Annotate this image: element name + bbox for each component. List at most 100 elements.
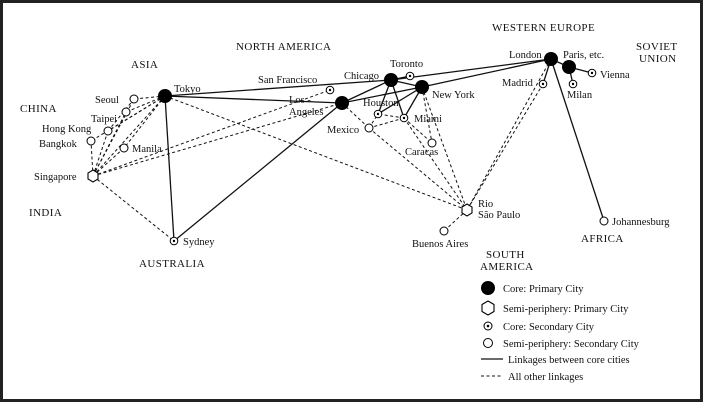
label-manila: Manila <box>132 144 162 155</box>
semi-secondary-marker-caracas <box>427 138 437 148</box>
label-caracas: Caracas <box>405 147 438 158</box>
semi-secondary-marker-johannesburg <box>599 216 609 226</box>
core-secondary-marker-houston <box>373 109 383 119</box>
region-asia: ASIA <box>131 59 158 71</box>
link-mexico-rio <box>368 127 468 211</box>
link-newyork-london <box>421 58 552 88</box>
region-south: SOUTH <box>486 249 525 261</box>
link-miami-rio <box>403 117 468 211</box>
label-vienna: Vienna <box>600 70 630 81</box>
region-australia: AUSTRALIA <box>139 258 205 270</box>
legend-semi-primary-label: Semi-periphery: Primary City <box>503 304 629 315</box>
region-africa: AFRICA <box>581 233 624 245</box>
core-primary-marker-newyork <box>415 80 429 94</box>
core-linkages <box>164 58 605 242</box>
label-hongkong: Hong Kong <box>42 124 92 135</box>
semi-primary-marker-rio <box>461 203 473 217</box>
region-america: AMERICA <box>480 261 534 273</box>
label-houston: Houston <box>363 98 399 109</box>
label-mexico: Mexico <box>327 125 359 136</box>
link-singapore-sanfrancisco <box>92 89 331 177</box>
region-india: INDIA <box>29 207 62 219</box>
semi-secondary-marker-taipei <box>121 107 131 117</box>
semi-primary-marker-singapore <box>87 169 99 183</box>
link-tokyo-manila <box>123 95 166 149</box>
legend-core-primary-label: Core: Primary City <box>503 284 584 295</box>
label-sanfrancisco: San Francisco <box>258 75 317 86</box>
link-chicago-london <box>390 58 552 81</box>
core-secondary-marker-sydney <box>169 236 179 246</box>
label-seoul: Seoul <box>95 95 119 106</box>
link-tokyo-losangeles <box>164 95 343 104</box>
region-western-europe: WESTERN EUROPE <box>492 22 595 34</box>
link-losangeles-sydney <box>173 102 343 242</box>
label-newyork: New York <box>432 90 475 101</box>
core-secondary-marker-miami <box>399 113 409 123</box>
legend-core-secondary-icon <box>483 321 493 331</box>
legend: Core: Primary City Semi-periphery: Prima… <box>481 281 640 383</box>
core-primary-marker-losangeles <box>335 96 349 110</box>
region-north-america: NORTH AMERICA <box>236 41 331 53</box>
city-markers <box>86 52 609 246</box>
link-miami-houston <box>377 113 405 119</box>
semi-secondary-marker-manila <box>119 143 129 153</box>
link-singapore-manila <box>92 147 125 177</box>
semi-secondary-marker-seoul <box>129 94 139 104</box>
region-union: UNION <box>639 53 676 65</box>
core-secondary-marker-vienna <box>587 68 597 78</box>
link-tokyo-taipei <box>125 95 166 113</box>
label-losangeles-line1: Los - <box>289 95 311 106</box>
link-tokyo-rio <box>164 95 468 211</box>
link-hongkong-seoul <box>107 98 135 132</box>
region-labels: WESTERN EUROPE SOVIET UNION NORTH AMERIC… <box>20 22 678 273</box>
semi-secondary-marker-bangkok <box>86 136 96 146</box>
label-taipei: Taipei <box>91 114 117 125</box>
legend-semi-secondary-label: Semi-periphery: Secondary City <box>503 339 640 350</box>
label-madrid: Madrid <box>502 78 534 89</box>
label-london: London <box>509 50 542 61</box>
label-sydney: Sydney <box>183 237 215 248</box>
label-buenosaires: Buenos Aires <box>412 239 468 250</box>
core-primary-marker-paris <box>562 60 576 74</box>
label-losangeles-line2: Angeles <box>289 107 323 118</box>
link-tokyo-chicago <box>164 79 392 97</box>
label-singapore: Singapore <box>34 172 77 183</box>
link-mexico-miami <box>368 117 405 129</box>
core-primary-marker-london <box>544 52 558 66</box>
label-rio: Rio <box>478 199 493 210</box>
link-london-johannesburg <box>550 58 605 222</box>
core-secondary-marker-sanfrancisco <box>325 85 335 95</box>
semi-secondary-marker-buenosaires <box>439 226 449 236</box>
link-newyork-caracas <box>421 86 433 144</box>
link-madrid-rio <box>466 83 544 211</box>
label-johannesburg: Johannesburg <box>612 217 670 228</box>
link-singapore-hongkong <box>92 130 109 177</box>
core-secondary-marker-madrid <box>538 79 548 89</box>
label-tokyo: Tokyo <box>174 84 201 95</box>
region-soviet: SOVIET <box>636 41 678 53</box>
link-miami-caracas <box>403 117 433 144</box>
core-secondary-marker-milan <box>568 79 578 89</box>
region-china: CHINA <box>20 103 57 115</box>
label-chicago: Chicago <box>344 71 379 82</box>
legend-semi-primary-icon <box>481 300 495 316</box>
label-bangkok: Bangkok <box>39 139 78 150</box>
link-losangeles-newyork <box>341 86 423 104</box>
label-saopaulo: São Paulo <box>478 210 520 221</box>
semi-secondary-marker-hongkong <box>103 126 113 136</box>
label-toronto: Toronto <box>390 59 423 70</box>
city-labels: London Paris, etc. Vienna Madrid Milan J… <box>34 50 670 250</box>
legend-core-secondary-label: Core: Secondary City <box>503 322 595 333</box>
link-tokyo-singapore <box>92 95 166 177</box>
legend-core-links-label: Linkages between core cities <box>508 355 630 366</box>
label-milan: Milan <box>567 90 593 101</box>
link-newyork-houston <box>377 86 423 115</box>
legend-core-primary-icon <box>481 281 495 295</box>
link-losangeles-chicago <box>341 79 392 104</box>
legend-semi-secondary-icon <box>483 338 493 348</box>
link-singapore-sydney <box>92 175 175 242</box>
link-singapore-taipei <box>92 111 127 177</box>
link-singapore-losangeles <box>92 102 343 177</box>
